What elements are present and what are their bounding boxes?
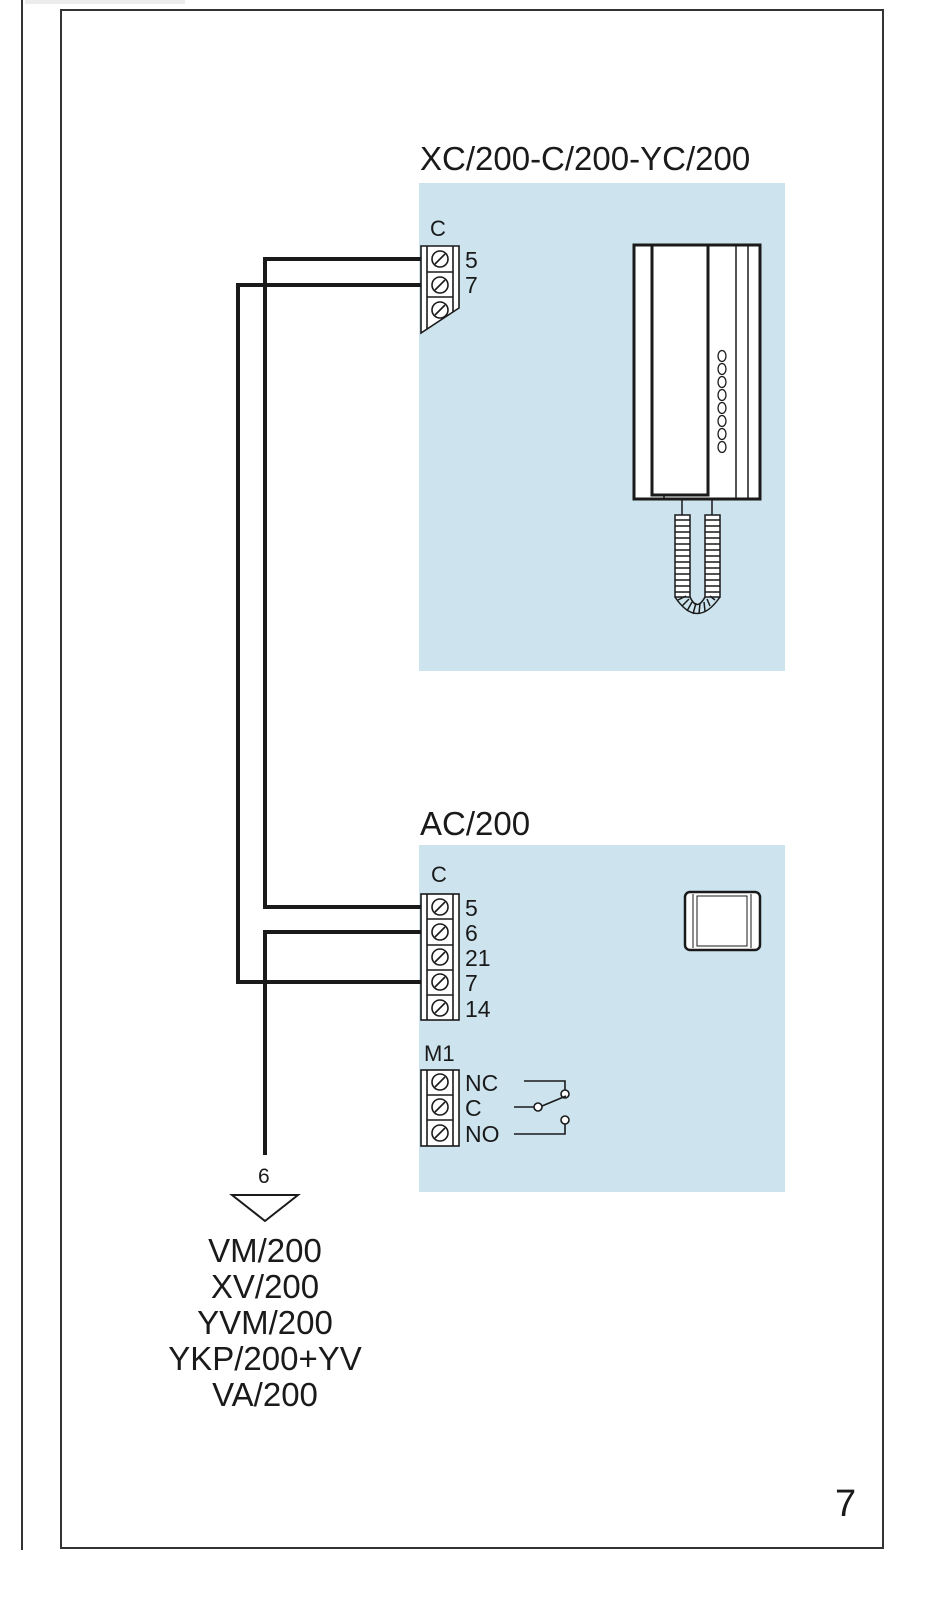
previous-page-edge [0, 0, 23, 1550]
relay-terminal-no: NO [465, 1121, 500, 1147]
coiled-cord [674, 499, 721, 615]
adapter-connector-c-label: C [431, 862, 447, 887]
source-model: YVM/200 [197, 1304, 333, 1341]
signal-source-triangle-icon [229, 1194, 301, 1223]
source-model: XV/200 [210, 1268, 320, 1305]
source-model-list: VM/200 XV/200 YVM/200 YKP/200+YV VA/200 [150, 1233, 380, 1413]
adapter-terminal-block-c [420, 893, 460, 1021]
handset-terminal-5: 5 [465, 247, 478, 273]
source-model: VM/200 [208, 1232, 322, 1269]
adapter-terminal-block-m1 [420, 1069, 460, 1147]
adapter-terminal-5: 5 [465, 895, 478, 921]
adapter-connector-m1-label: M1 [424, 1041, 455, 1066]
wire-terminal-5 [263, 257, 421, 909]
relay-terminal-nc: NC [465, 1070, 499, 1096]
relay-terminal-c: C [465, 1095, 482, 1121]
page-number: 7 [835, 1483, 857, 1525]
intercom-handset-icon [632, 243, 762, 615]
adapter-terminal-6: 6 [465, 920, 478, 946]
adapter-title: AC/200 [420, 805, 531, 842]
wire-terminal-6 [263, 930, 421, 1155]
source-model: YKP/200+YV [168, 1340, 362, 1377]
relay-switch-icon [514, 1080, 570, 1135]
page-frame [60, 9, 884, 1549]
handset-terminal-7: 7 [465, 272, 478, 298]
page-edge-shadow [25, 0, 185, 4]
wires [236, 257, 421, 1155]
handset-connector-label: C [430, 216, 446, 241]
handset-title: XC/200-C/200-YC/200 [420, 140, 751, 177]
adapter-terminal-21: 21 [465, 945, 491, 971]
wire-terminal-7 [236, 283, 421, 984]
source-terminal-label: 6 [258, 1165, 270, 1188]
adapter-module-icon [683, 890, 762, 952]
handset-terminal-block [420, 245, 460, 335]
adapter-terminal-14: 14 [465, 996, 491, 1022]
source-model: VA/200 [212, 1376, 318, 1413]
adapter-terminal-7: 7 [465, 970, 478, 996]
